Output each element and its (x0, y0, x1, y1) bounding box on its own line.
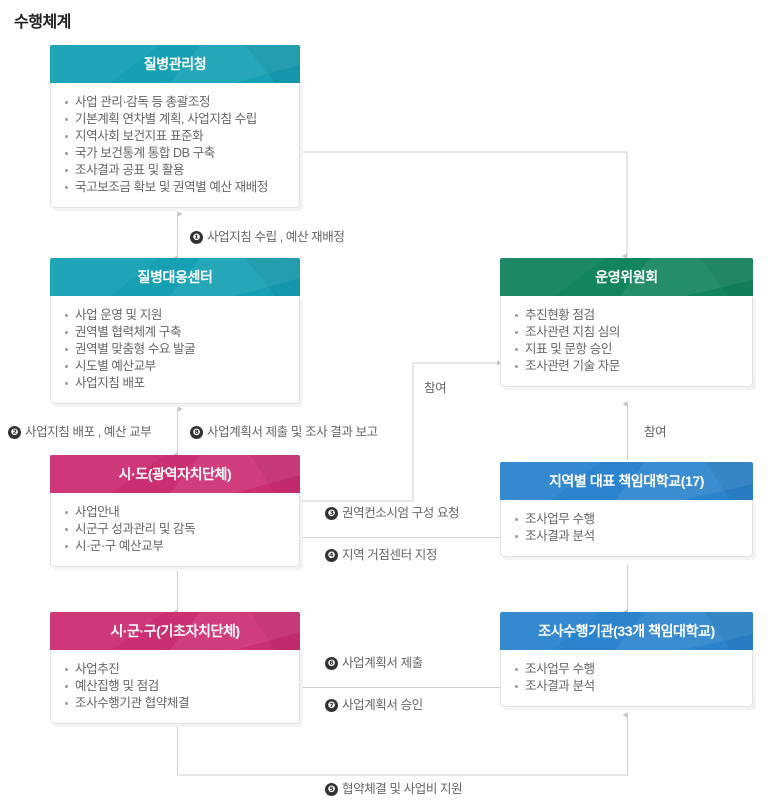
edge-label-2: 사업지침 배포 , 예산 교부 (25, 425, 152, 439)
node-committee-header: 운영위원회 (500, 258, 753, 296)
node-steering-committee[interactable]: 운영위원회 추진현황 점검 조사관련 지침 심의 지표 및 문항 승인 조사관련… (500, 258, 753, 387)
list-item: 조사업무 수행 (514, 511, 738, 528)
node-center-header: 질병대응센터 (50, 258, 300, 296)
node-sido-title: 시·도(광역자치단체) (118, 466, 232, 482)
list-item: 지역사회 보건지표 표준화 (64, 128, 285, 145)
node-disease-response-center[interactable]: 질병대응센터 사업 운영 및 지원 권역별 협력체계 구축 권역별 맞춤형 수요… (50, 258, 300, 404)
node-sigungu[interactable]: 시·군·구(기초자치단체) 사업추진 예산집행 및 점검 조사수행기관 협약체결 (50, 612, 300, 724)
edge-caption-3: ❸ 권역컨소시엄 구성 요청 (325, 505, 460, 521)
edge-label-4: 지역 거점센터 지정 (342, 548, 437, 562)
list-item: 사업지침 배포 (64, 375, 285, 392)
list-item: 기본계획 연차별 계획, 사업지침 수립 (64, 111, 285, 128)
node-survey-org-title: 조사수행기관(33개 책임대학교) (538, 623, 715, 639)
list-item: 시·군·구 예산교부 (64, 538, 285, 555)
list-item: 국고보조금 확보 및 권역별 예산 재배정 (64, 179, 285, 196)
node-sido-list: 사업안내 시군구 성과관리 및 감독 시·군·구 예산교부 (64, 504, 285, 555)
list-item: 추진현황 점검 (514, 307, 738, 324)
edge-number-7: ❼ (325, 699, 338, 712)
edge-label-3: 권역컨소시엄 구성 요청 (342, 506, 460, 520)
node-survey-org-list: 조사업무 수행 조사결과 분석 (514, 661, 738, 695)
list-item: 조사관련 기술 자문 (514, 358, 738, 375)
edge-caption-4: ❹ 지역 거점센터 지정 (325, 547, 437, 563)
edge-caption-8: ❽ 사업계획서 제출 및 조사 결과 보고 (190, 424, 378, 440)
edge-label-6: 사업계획서 제출 (342, 656, 423, 670)
node-sido[interactable]: 시·도(광역자치단체) 사업안내 시군구 성과관리 및 감독 시·군·구 예산교… (50, 455, 300, 567)
edge-caption-6: ❻ 사업계획서 제출 (325, 655, 423, 671)
list-item: 조사수행기관 협약체결 (64, 695, 285, 712)
list-item: 조사업무 수행 (514, 661, 738, 678)
edge-label-1: 사업지침 수립 , 예산 재배정 (207, 230, 345, 244)
edge-number-2: ❷ (8, 426, 21, 439)
list-item: 조사결과 분석 (514, 528, 738, 545)
wire-kdca-committee (300, 151, 628, 259)
node-sido-header: 시·도(광역자치단체) (50, 455, 300, 493)
list-item: 사업안내 (64, 504, 285, 521)
edge-number-5: ❺ (325, 783, 338, 796)
edge-caption-1: ❶ 사업지침 수립 , 예산 재배정 (190, 229, 345, 245)
list-item: 시도별 예산교부 (64, 358, 285, 375)
edge-caption-2: ❷ 사업지침 배포 , 예산 교부 (8, 424, 152, 440)
node-regional-univ-header: 지역별 대표 책임대학교(17) (500, 462, 753, 500)
node-kdca-header: 질병관리청 (50, 45, 300, 83)
node-committee-list: 추진현황 점검 조사관련 지침 심의 지표 및 문항 승인 조사관련 기술 자문 (514, 307, 738, 375)
edge-number-1: ❶ (190, 231, 203, 244)
list-item: 권역별 협력체계 구축 (64, 324, 285, 341)
edge-label-5: 협약체결 및 사업비 지원 (342, 782, 463, 796)
node-sigungu-title: 시·군·구(기초자치단체) (110, 623, 240, 639)
node-sigungu-header: 시·군·구(기초자치단체) (50, 612, 300, 650)
edge-number-8: ❽ (190, 426, 203, 439)
list-item: 국가 보건통계 통합 DB 구축 (64, 145, 285, 162)
node-survey-org-header: 조사수행기관(33개 책임대학교) (500, 612, 753, 650)
node-regional-univ-list: 조사업무 수행 조사결과 분석 (514, 511, 738, 545)
node-sigungu-body: 사업추진 예산집행 및 점검 조사수행기관 협약체결 (50, 650, 300, 724)
edge-caption-participation-univ: 참여 (644, 424, 667, 440)
node-regional-univ-body: 조사업무 수행 조사결과 분석 (500, 500, 753, 557)
node-kdca-title: 질병관리청 (143, 56, 207, 72)
list-item: 사업 관리·감독 등 총괄조정 (64, 94, 285, 111)
node-survey-organization[interactable]: 조사수행기관(33개 책임대학교) 조사업무 수행 조사결과 분석 (500, 612, 753, 707)
list-item: 시군구 성과관리 및 감독 (64, 521, 285, 538)
node-sido-body: 사업안내 시군구 성과관리 및 감독 시·군·구 예산교부 (50, 493, 300, 567)
node-kdca-body: 사업 관리·감독 등 총괄조정 기본계획 연차별 계획, 사업지침 수립 지역사… (50, 83, 300, 208)
edge-number-6: ❻ (325, 657, 338, 670)
node-kdca-list: 사업 관리·감독 등 총괄조정 기본계획 연차별 계획, 사업지침 수립 지역사… (64, 94, 285, 196)
list-item: 조사관련 지침 심의 (514, 324, 738, 341)
list-item: 사업추진 (64, 661, 285, 678)
list-item: 권역별 맞춤형 수요 발굴 (64, 341, 285, 358)
node-committee-body: 추진현황 점검 조사관련 지침 심의 지표 및 문항 승인 조사관련 기술 자문 (500, 296, 753, 387)
list-item: 예산집행 및 점검 (64, 678, 285, 695)
edge-label-participation-univ: 참여 (644, 425, 667, 439)
edge-label-8: 사업계획서 제출 및 조사 결과 보고 (207, 425, 378, 439)
node-committee-title: 운영위원회 (595, 269, 658, 285)
edge-number-3: ❸ (325, 507, 338, 520)
edge-number-4: ❹ (325, 549, 338, 562)
node-center-body: 사업 운영 및 지원 권역별 협력체계 구축 권역별 맞춤형 수요 발굴 시도별… (50, 296, 300, 404)
node-regional-univ-title: 지역별 대표 책임대학교(17) (548, 473, 705, 489)
edge-caption-7: ❼ 사업계획서 승인 (325, 697, 423, 713)
wire-sigungu-survey-contract (177, 712, 628, 776)
list-item: 지표 및 문항 승인 (514, 341, 738, 358)
edge-caption-5: ❺ 협약체결 및 사업비 지원 (325, 781, 463, 797)
page-title: 수행체계 (14, 14, 71, 31)
node-sigungu-list: 사업추진 예산집행 및 점검 조사수행기관 협약체결 (64, 661, 285, 712)
node-center-title: 질병대응센터 (137, 269, 213, 285)
node-regional-lead-university[interactable]: 지역별 대표 책임대학교(17) 조사업무 수행 조사결과 분석 (500, 462, 753, 557)
edge-label-7: 사업계획서 승인 (342, 698, 423, 712)
node-kdca[interactable]: 질병관리청 사업 관리·감독 등 총괄조정 기본계획 연차별 계획, 사업지침 … (50, 45, 300, 208)
list-item: 조사결과 공표 및 활용 (64, 162, 285, 179)
list-item: 조사결과 분석 (514, 678, 738, 695)
node-center-list: 사업 운영 및 지원 권역별 협력체계 구축 권역별 맞춤형 수요 발굴 시도별… (64, 307, 285, 392)
list-item: 사업 운영 및 지원 (64, 307, 285, 324)
node-survey-org-body: 조사업무 수행 조사결과 분석 (500, 650, 753, 707)
edge-caption-participation-sido: 참여 (424, 380, 447, 396)
edge-label-participation-sido: 참여 (424, 381, 447, 395)
